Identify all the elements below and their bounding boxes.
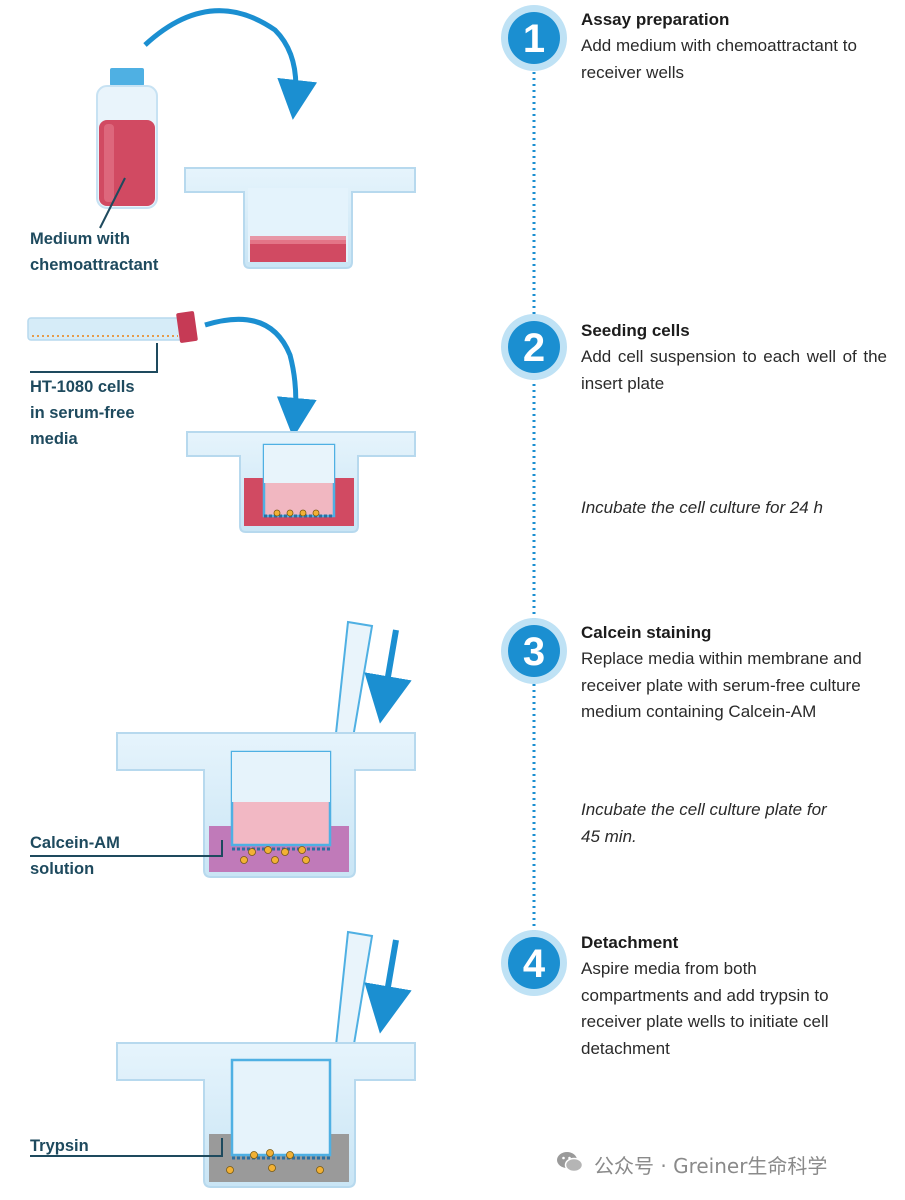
- down-arrow-4: [364, 939, 412, 1034]
- svg-text:2: 2: [523, 326, 545, 370]
- insert-well-2: [186, 431, 416, 533]
- down-arrow-3: [364, 629, 412, 724]
- watermark: 公众号 · Greiner生命科学: [556, 1150, 827, 1179]
- step2-incubation-note: Incubate the cell culture for 24 h: [581, 498, 823, 517]
- callout-line-cells: [30, 343, 158, 373]
- callout-medium: Medium with chemoattractant: [30, 230, 159, 274]
- svg-text:4: 4: [523, 942, 546, 986]
- step-badge-3: 3: [501, 618, 567, 684]
- medium-bottle-icon: [96, 68, 158, 209]
- cell-tube-icon: [27, 311, 198, 343]
- callout-line-calcein: [30, 840, 223, 857]
- callout-trypsin: Trypsin: [30, 1137, 89, 1155]
- pour-arrow-1: [143, 8, 318, 120]
- insert-well-3: [116, 732, 416, 878]
- svg-text:1: 1: [523, 17, 545, 61]
- step-badge-1: 1: [501, 5, 567, 71]
- svg-text:3: 3: [523, 630, 545, 674]
- step3-description: Replace media within membrane and receiv…: [581, 649, 862, 721]
- step2-description: Add cell suspension to each well of the …: [581, 347, 887, 393]
- step1-illustration: [96, 8, 416, 269]
- receiver-well-1: [184, 167, 416, 269]
- callout-calcein: Calcein-AM solution: [30, 834, 120, 878]
- step4-title: Detachment: [581, 933, 679, 952]
- step4-illustration: [30, 930, 416, 1188]
- step-badge-4: 4: [501, 930, 567, 996]
- step3-incubation-note: Incubate the cell culture plate for 45 m…: [581, 800, 827, 846]
- step3-illustration: [30, 620, 416, 878]
- step-badge-2: 2: [501, 314, 567, 380]
- step2-illustration: [27, 311, 416, 533]
- callout-line-trypsin: [30, 1138, 223, 1157]
- step1-description: Add medium with chemoattractant to recei…: [581, 36, 857, 82]
- watermark-text: 公众号 · Greiner生命科学: [594, 1154, 828, 1178]
- step4-description: Aspire media from both compartments and …: [581, 959, 829, 1058]
- wechat-icon: [556, 1150, 584, 1179]
- insert-well-4: [116, 1042, 416, 1188]
- callout-cells: HT-1080 cells in serum-free media: [30, 378, 135, 448]
- pour-arrow-2: [204, 316, 317, 438]
- step1-title: Assay preparation: [581, 10, 730, 29]
- step2-title: Seeding cells: [581, 321, 690, 340]
- step3-title: Calcein staining: [581, 623, 712, 642]
- callout-line-medium: [99, 177, 126, 229]
